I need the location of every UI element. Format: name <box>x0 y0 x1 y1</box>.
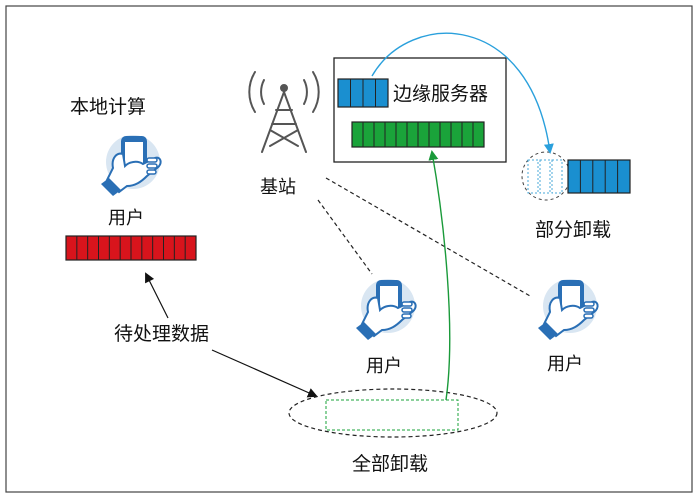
full-offload-label: 全部卸载 <box>352 453 428 475</box>
radio-tower-icon <box>248 71 320 153</box>
partial-offload-arrow <box>371 32 554 154</box>
phone-icon-right <box>537 278 599 341</box>
base-station-label: 基站 <box>260 177 296 198</box>
local-compute-label: 本地计算 <box>70 96 146 118</box>
partial-offload-ghost-blocks <box>527 159 563 194</box>
edge-server-blue-blocks <box>337 78 389 108</box>
task-bar-green <box>351 121 485 148</box>
user-label-left: 用户 <box>108 208 144 229</box>
full-offload-ellipse <box>288 388 498 438</box>
full-offload-ghost-bar <box>325 399 459 431</box>
link-to-right-user <box>325 177 531 297</box>
edge-server-label: 边缘服务器 <box>393 83 488 105</box>
arrow-to-red-bar <box>145 272 169 319</box>
phone-icon-middle <box>355 278 417 341</box>
pending-data-label: 待处理数据 <box>114 323 209 345</box>
partial-blue-outline <box>567 159 631 194</box>
partial-offload-blocks <box>567 159 631 194</box>
task-bar-red <box>65 235 197 261</box>
user-label-right: 用户 <box>547 354 583 375</box>
user-label-middle: 用户 <box>366 356 402 377</box>
link-to-middle-user <box>317 199 373 275</box>
partial-offload-label: 部分卸载 <box>535 219 611 241</box>
arrow-to-full-offload <box>211 349 318 398</box>
phone-icon-left <box>100 134 162 197</box>
outer-frame <box>5 5 693 493</box>
partial-offload-circle <box>521 151 571 201</box>
full-offload-arrow <box>428 150 451 401</box>
